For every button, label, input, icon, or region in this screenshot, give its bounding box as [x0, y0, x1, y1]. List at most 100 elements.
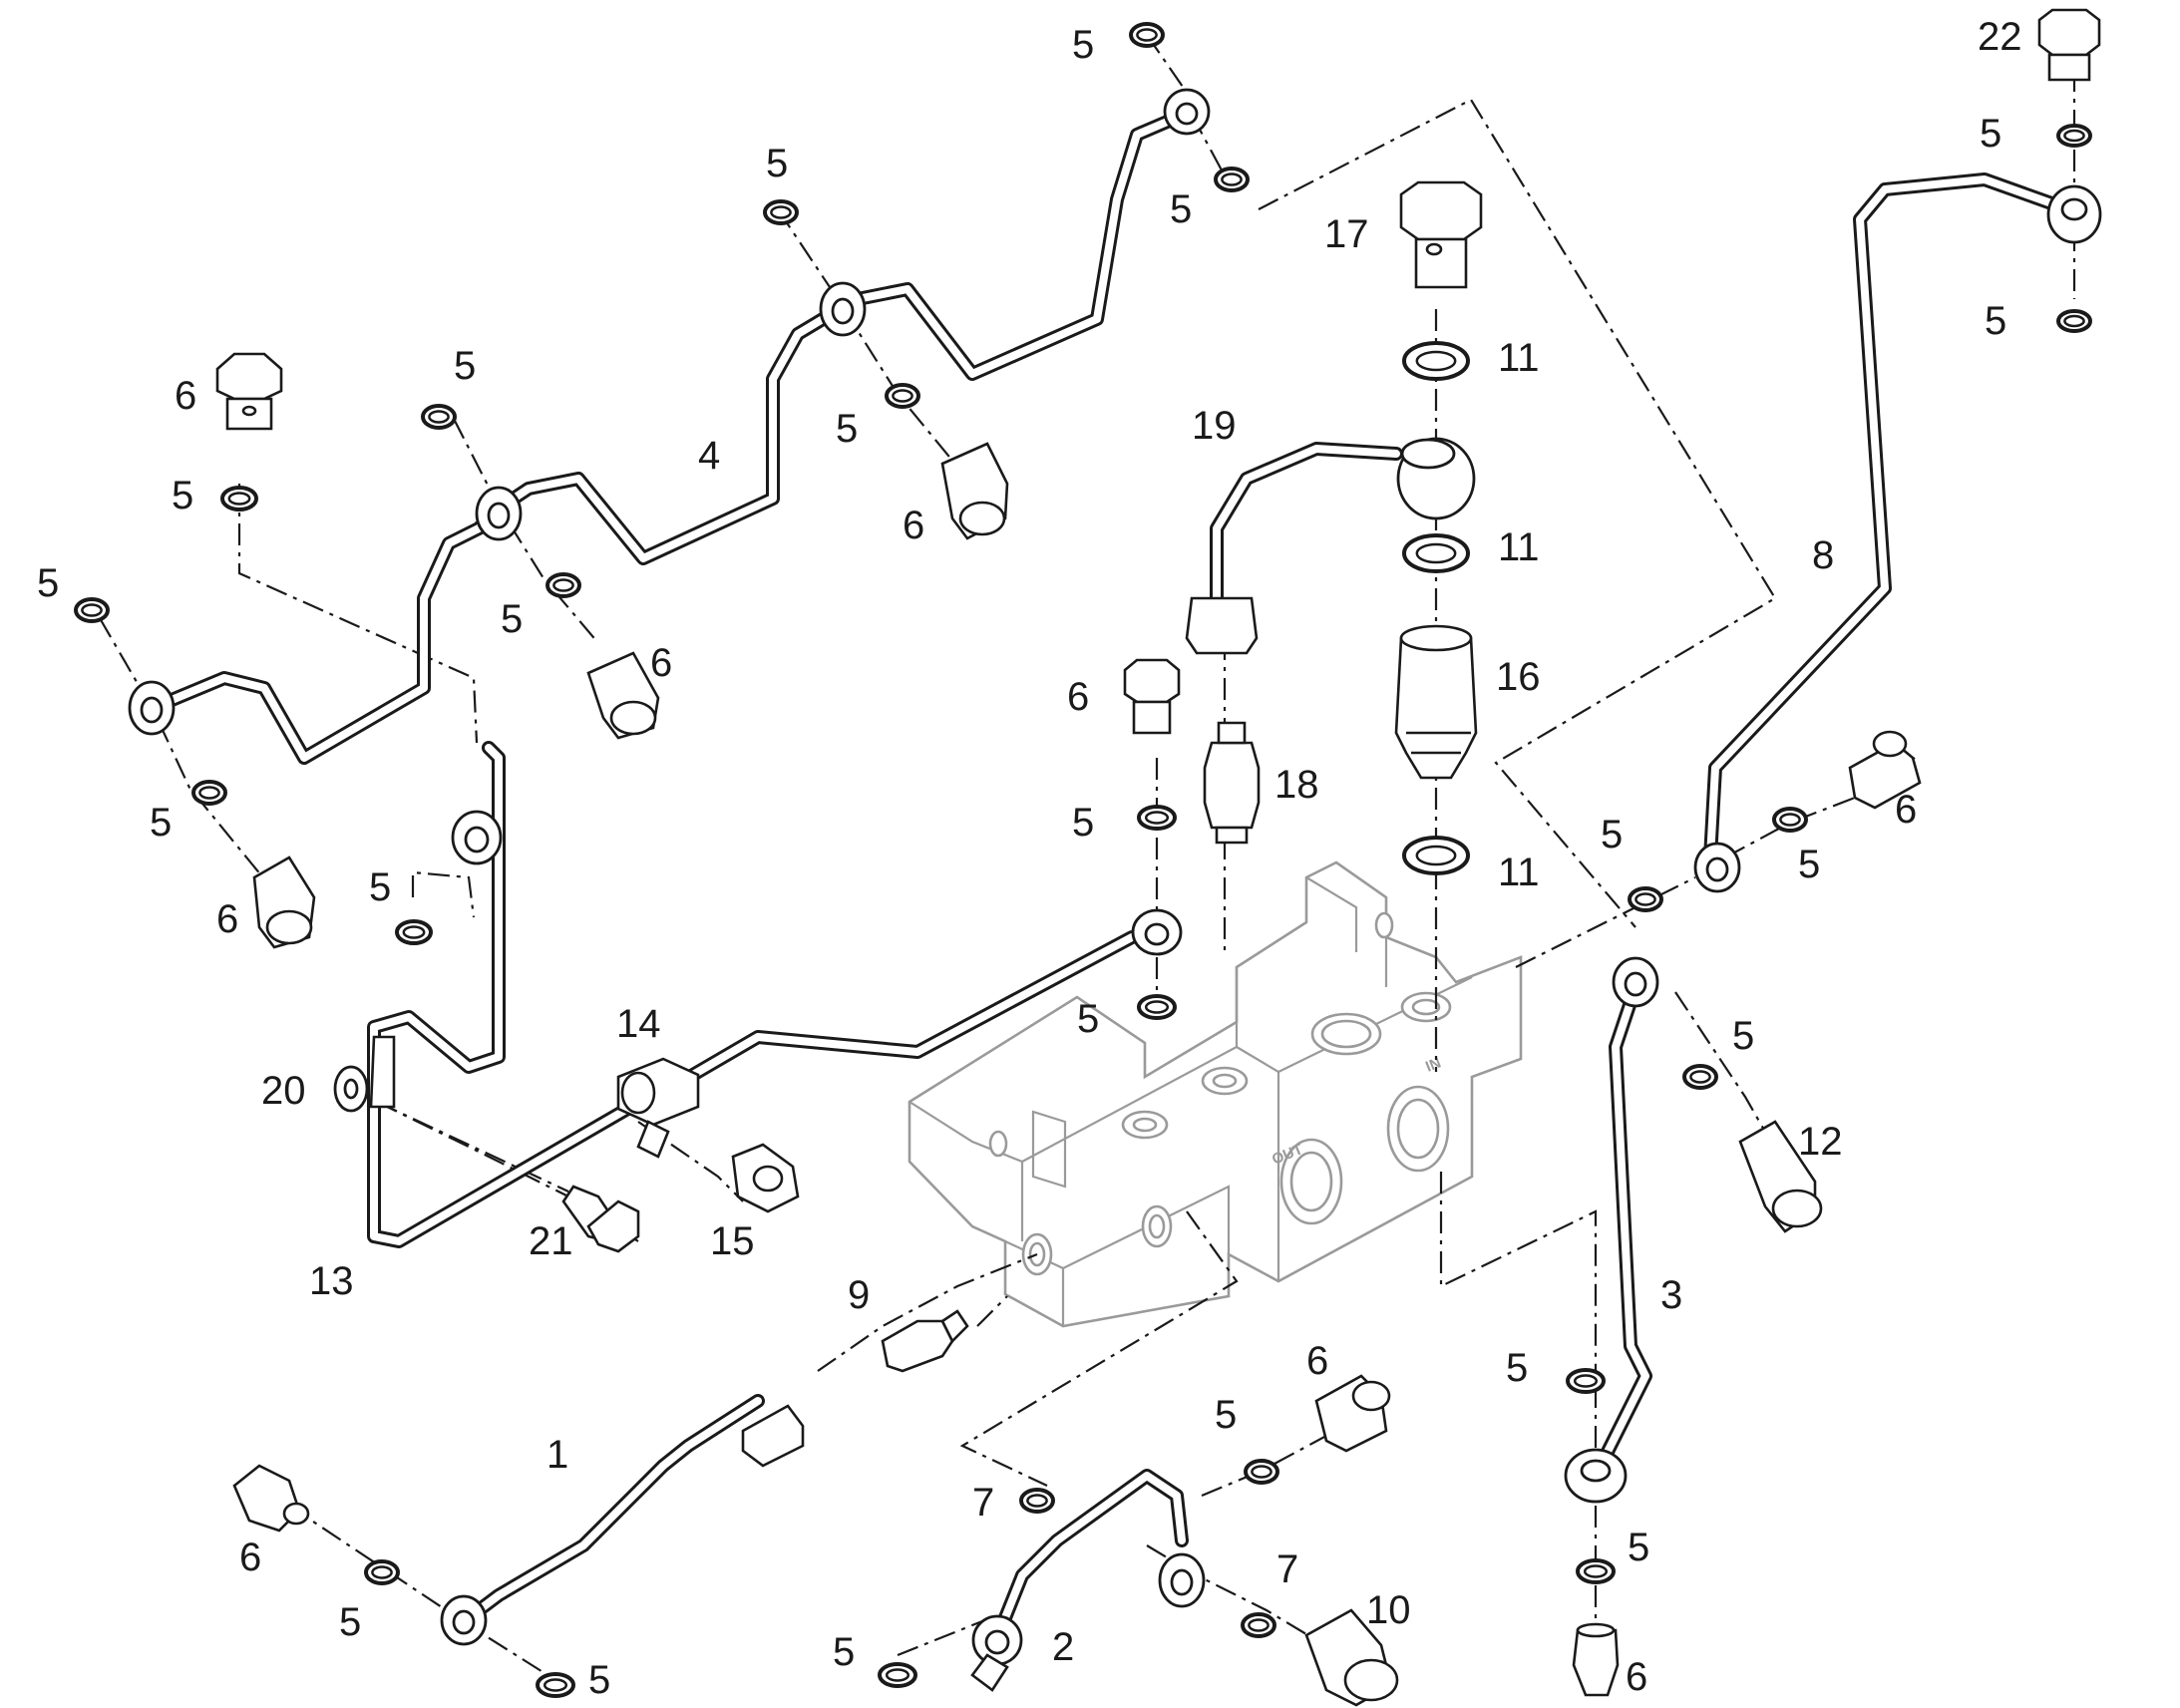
callout-10: 10 — [1366, 1588, 1411, 1632]
pipe-1 — [472, 1394, 765, 1617]
callout-5: 5 — [766, 142, 788, 185]
callout-6: 6 — [650, 641, 672, 685]
callout-2: 2 — [1052, 1625, 1074, 1669]
adapter-18 — [1203, 721, 1261, 845]
callout-17: 17 — [1324, 212, 1369, 256]
callout-9: 9 — [848, 1273, 870, 1317]
callout-5: 5 — [339, 1600, 361, 1644]
callout-5: 5 — [1072, 23, 1094, 67]
sealing-washer-bore — [1251, 1465, 1272, 1479]
sealing-washer-bore — [227, 492, 251, 506]
sealing-washer-bore — [1136, 28, 1158, 42]
callout-5: 5 — [1215, 1393, 1237, 1437]
callout-5: 5 — [836, 407, 858, 451]
callout-5: 5 — [1601, 813, 1623, 856]
callout-5: 5 — [1732, 1014, 1754, 1058]
callout-5: 5 — [1985, 299, 2006, 343]
callout-21: 21 — [529, 1219, 573, 1263]
callout-5: 5 — [1506, 1346, 1528, 1390]
sealing-washer-bore — [2063, 129, 2085, 143]
callout-4: 4 — [698, 434, 720, 478]
sealing-washer-bore — [402, 925, 426, 939]
sealing-washer-bore — [1583, 1564, 1609, 1578]
sealing-washer-bore — [1144, 811, 1170, 825]
callout-5: 5 — [1798, 843, 1820, 886]
callout-5: 5 — [1072, 801, 1094, 845]
pipe-4 — [158, 113, 1179, 765]
callout-11: 11 — [1498, 525, 1540, 569]
callout-5: 5 — [1170, 187, 1192, 231]
pipe-13 — [367, 741, 655, 1248]
pipe-eye-fittings — [128, 88, 2102, 1692]
callout-5: 5 — [172, 474, 193, 517]
callout-5: 5 — [1980, 112, 2001, 156]
callout-19: 19 — [1192, 404, 1237, 448]
callout-1: 1 — [546, 1433, 568, 1477]
distribution-block: OUT IN — [908, 860, 1523, 1328]
callout-5: 5 — [588, 1658, 610, 1702]
callout-5: 5 — [454, 344, 476, 388]
sealing-washer-bore — [1248, 1618, 1270, 1632]
sealing-washer-bore — [1144, 1000, 1170, 1014]
callout-22: 22 — [1978, 15, 2022, 59]
sealing-washer-bore — [543, 1678, 568, 1692]
callout-3: 3 — [1660, 1273, 1682, 1317]
callout-7: 7 — [1276, 1547, 1298, 1591]
banjo-bolts — [215, 8, 2101, 1707]
callout-11: 11 — [1498, 851, 1540, 894]
sealing-washer-bore — [1779, 813, 1801, 827]
sealing-washer-bore — [885, 1668, 910, 1682]
callout-6: 6 — [1626, 1655, 1647, 1699]
pipe-8 — [1703, 172, 2061, 864]
sealing-washer-bore — [1635, 892, 1656, 906]
sealing-washer-bore — [198, 786, 220, 800]
adapter-9 — [881, 1309, 969, 1373]
relief-valve-16 — [1394, 624, 1478, 780]
sealing-washer-bore — [1415, 845, 1457, 866]
leader-lines — [99, 34, 2076, 1686]
callout-6: 6 — [216, 897, 238, 941]
callouts: 1 2 3 4 5 5 5 5 5 5 5 5 5 5 5 5 5 5 5 5 … — [37, 15, 2022, 1702]
sealing-washer-bore — [1026, 1494, 1048, 1508]
sealing-washer-bore — [1415, 542, 1457, 564]
callout-5: 5 — [150, 801, 172, 845]
callout-5: 5 — [1628, 1526, 1649, 1569]
pipe-19 — [1210, 442, 1403, 605]
sealing-washer-bore — [1221, 172, 1243, 186]
callout-6: 6 — [1067, 675, 1089, 719]
callout-8: 8 — [1812, 533, 1834, 577]
callout-5: 5 — [501, 597, 523, 641]
callout-6: 6 — [903, 504, 924, 547]
sealing-washer-bore — [1573, 1374, 1599, 1388]
callout-11: 11 — [1498, 336, 1540, 380]
sealing-washer-bore — [371, 1565, 393, 1579]
sealing-washer-bore — [770, 205, 792, 219]
sealing-washer-bore — [428, 410, 450, 424]
callout-13: 13 — [309, 1259, 354, 1303]
callout-20: 20 — [261, 1069, 306, 1113]
pipe-3 — [1599, 980, 1652, 1463]
callout-6: 6 — [1306, 1339, 1328, 1383]
sealing-washer-bore — [1415, 350, 1457, 372]
sealing-washer-bore — [81, 603, 103, 617]
sealing-washer-bore — [552, 578, 574, 592]
callout-7: 7 — [972, 1481, 994, 1525]
sealing-washer-bore — [892, 389, 913, 403]
callout-5: 5 — [833, 1630, 855, 1674]
sealing-washer-bore — [2063, 314, 2085, 328]
callout-6: 6 — [239, 1536, 261, 1579]
callout-12: 12 — [1798, 1120, 1843, 1164]
callout-5: 5 — [37, 561, 59, 605]
callout-6: 6 — [1895, 788, 1917, 832]
callout-16: 16 — [1496, 655, 1541, 699]
callout-14: 14 — [616, 1002, 661, 1046]
pipe-2 — [995, 1469, 1189, 1632]
callout-5: 5 — [369, 865, 391, 909]
sealing-washers — [74, 22, 2092, 1698]
callout-15: 15 — [710, 1219, 755, 1263]
sealing-washer-bore — [1689, 1070, 1711, 1084]
callout-5: 5 — [1077, 997, 1099, 1041]
callout-6: 6 — [175, 374, 196, 418]
